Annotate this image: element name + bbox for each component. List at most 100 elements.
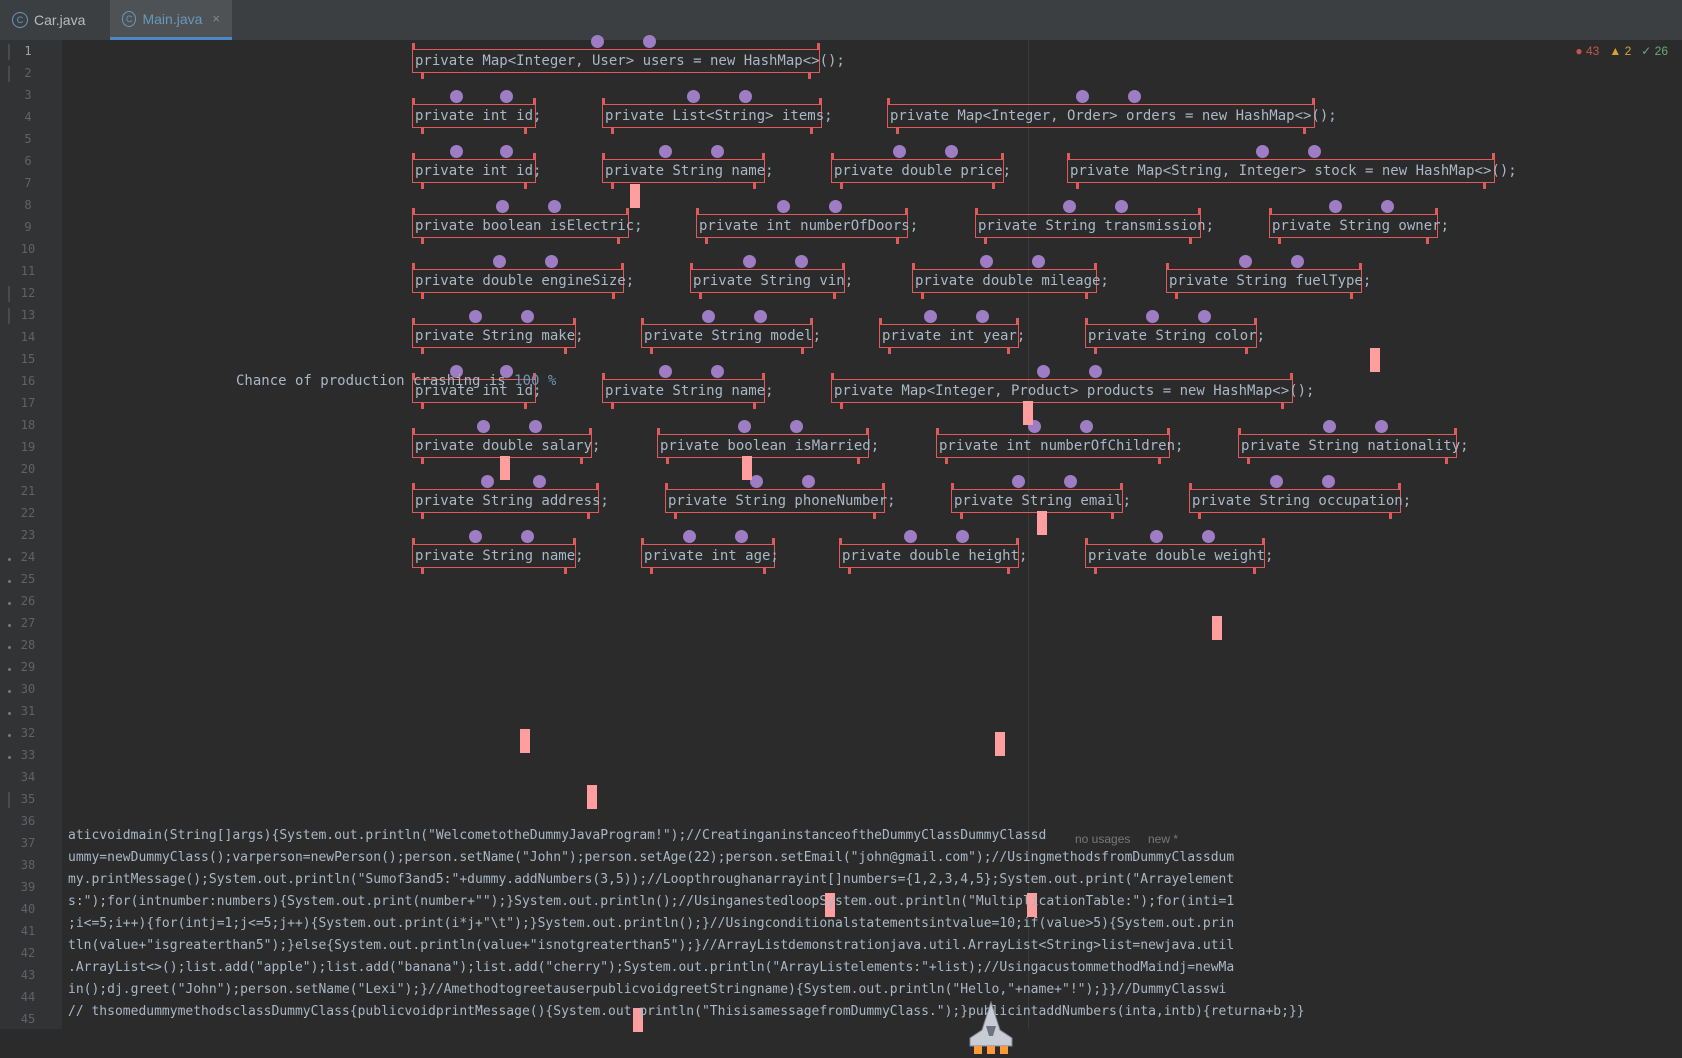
author-inlay[interactable]: new *	[1148, 832, 1179, 846]
line-number[interactable]: 24	[20, 550, 36, 564]
invader-leg-icon	[621, 263, 624, 270]
line-number[interactable]: 30	[20, 682, 36, 696]
line-number[interactable]: 45	[20, 1012, 36, 1026]
line-number[interactable]: 21	[20, 484, 36, 498]
line-number[interactable]: 6	[24, 154, 32, 168]
line-number[interactable]: 12	[20, 286, 36, 300]
code-line[interactable]: tln(value+"isgreaterthan5");}else{System…	[68, 938, 1235, 953]
close-icon[interactable]: ×	[212, 11, 220, 26]
invader-field: private String make;	[412, 310, 584, 354]
invader-eye-icon	[1064, 475, 1077, 488]
invader-eye-icon	[687, 90, 700, 103]
code-line[interactable]: ummy=newDummyClass();varperson=newPerson…	[68, 850, 1235, 865]
invader-field: private List<String> items;	[602, 90, 833, 134]
field-declaration: private String phoneNumber;	[668, 493, 896, 509]
line-number[interactable]: 27	[20, 616, 36, 630]
line-number[interactable]: 20	[20, 462, 36, 476]
invader-leg-icon	[602, 373, 605, 380]
line-number[interactable]: 15	[20, 352, 36, 366]
line-number[interactable]: 44	[20, 990, 36, 1004]
code-line[interactable]: aticvoidmain(String[]args){System.out.pr…	[68, 828, 1047, 843]
invader-leg-icon	[412, 98, 415, 105]
field-declaration: private String name;	[415, 548, 584, 564]
line-number[interactable]: 43	[20, 968, 36, 982]
tab-label: Main.java	[142, 10, 203, 27]
code-line[interactable]: s:");for(intnumber:numbers){System.out.p…	[68, 894, 1235, 909]
code-line[interactable]: in();dj.greet("John");person.setName("Le…	[68, 982, 1227, 997]
line-number[interactable]: 38	[20, 858, 36, 872]
line-number[interactable]: 11	[20, 264, 36, 278]
invader-leg-icon	[1238, 428, 1241, 435]
line-number[interactable]: 13	[20, 308, 36, 322]
line-number[interactable]: 2	[24, 66, 32, 80]
projectile	[520, 729, 530, 753]
field-declaration: private boolean isElectric;	[415, 218, 643, 234]
invader-eye-icon	[659, 145, 672, 158]
invader-eye-icon	[1146, 310, 1159, 323]
code-line[interactable]: my.printMessage();System.out.println("Su…	[68, 872, 1235, 887]
invader-leg-icon	[1269, 208, 1272, 215]
line-number[interactable]: 8	[24, 198, 32, 212]
invader-field: private String name;	[602, 145, 774, 189]
line-number[interactable]: 3	[24, 88, 32, 102]
code-line[interactable]: // thsomedummymethodsclassDummyClass{pub…	[68, 1004, 1305, 1019]
line-number[interactable]: 1	[24, 44, 32, 58]
invader-field: private String name;	[412, 530, 584, 574]
line-number[interactable]: 16	[20, 374, 36, 388]
invader-leg-icon	[657, 428, 660, 435]
line-number[interactable]: 42	[20, 946, 36, 960]
line-number[interactable]: 36	[20, 814, 36, 828]
line-number[interactable]: 26	[20, 594, 36, 608]
invader-field: private int numberOfChildren;	[936, 420, 1183, 464]
line-number[interactable]: 7	[24, 176, 32, 190]
line-number[interactable]: 41	[20, 924, 36, 938]
tab-main-java[interactable]: C Main.java ×	[110, 0, 232, 40]
line-number[interactable]: 23	[20, 528, 36, 542]
line-number[interactable]: 19	[20, 440, 36, 454]
line-number[interactable]: 22	[20, 506, 36, 520]
invader-leg-icon	[762, 373, 765, 380]
line-number[interactable]: 5	[24, 132, 32, 146]
java-class-icon: C	[122, 10, 137, 27]
error-count[interactable]: ● 43	[1575, 44, 1600, 58]
line-number[interactable]: 4	[24, 110, 32, 124]
line-number[interactable]: 34	[20, 770, 36, 784]
line-number[interactable]: 18	[20, 418, 36, 432]
line-number[interactable]: 10	[20, 242, 36, 256]
invader-field: private Map<Integer, User> users = new H…	[412, 35, 845, 79]
line-number[interactable]: 29	[20, 660, 36, 674]
line-number[interactable]: 32	[20, 726, 36, 740]
invader-eye-icon	[1381, 200, 1394, 213]
code-line[interactable]: ;i<=5;i++){for(intj=1;j<=5;j++){System.o…	[68, 916, 1235, 931]
warning-count[interactable]: ▲ 2	[1609, 44, 1632, 58]
line-number[interactable]: 17	[20, 396, 36, 410]
line-number[interactable]: 39	[20, 880, 36, 894]
invader-leg-icon	[1067, 153, 1070, 160]
invader-field: private String occupation;	[1189, 475, 1411, 519]
invader-leg-icon	[696, 208, 699, 215]
invader-field: private String phoneNumber;	[665, 475, 896, 519]
line-number[interactable]: 25	[20, 572, 36, 586]
code-line[interactable]: .ArrayList<>();list.add("apple");list.ad…	[68, 960, 1235, 975]
invader-eye-icon	[711, 365, 724, 378]
check-count[interactable]: ✓ 26	[1641, 44, 1668, 58]
invader-field: private int id;	[412, 145, 541, 189]
line-number[interactable]: 35	[20, 792, 36, 806]
invader-leg-icon	[412, 153, 415, 160]
invader-field: private Map<Integer, Order> orders = new…	[887, 90, 1337, 134]
projectile	[1212, 616, 1222, 640]
line-number[interactable]: 14	[20, 330, 36, 344]
line-number[interactable]: 40	[20, 902, 36, 916]
invader-field: private String owner;	[1269, 200, 1449, 244]
line-number[interactable]: 33	[20, 748, 36, 762]
tab-car-java[interactable]: C Car.java	[0, 0, 108, 40]
line-number[interactable]: 28	[20, 638, 36, 652]
usages-inlay[interactable]: no usages	[1075, 832, 1131, 846]
field-declaration: private int id;	[415, 163, 542, 179]
invader-leg-icon	[1290, 373, 1293, 380]
line-number[interactable]: 31	[20, 704, 36, 718]
line-number[interactable]: 37	[20, 836, 36, 850]
line-number[interactable]: 9	[24, 220, 32, 234]
inspection-status[interactable]: ● 43 ▲ 2 ✓ 26	[1575, 44, 1668, 58]
